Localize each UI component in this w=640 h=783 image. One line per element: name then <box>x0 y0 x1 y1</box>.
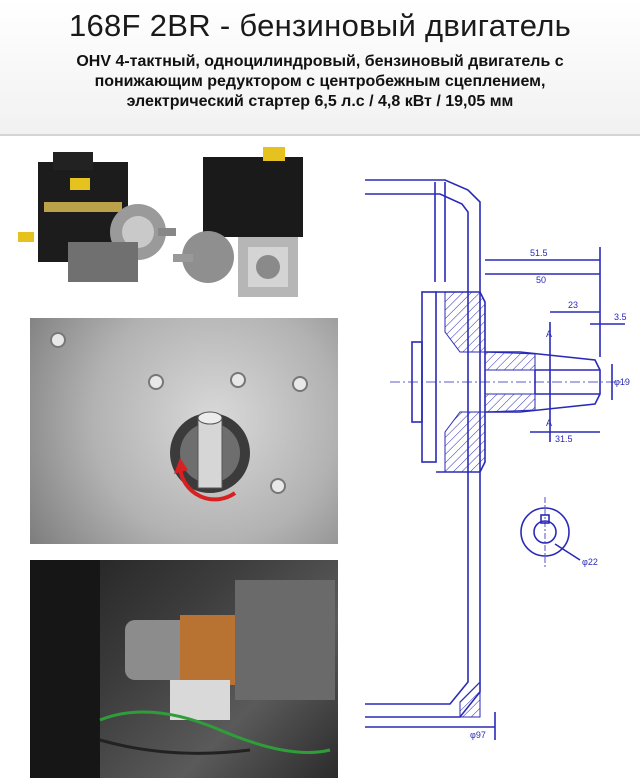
electric-starter-photo <box>30 560 338 778</box>
output-shaft-photo <box>30 318 338 544</box>
engine-photo-overview <box>8 142 338 312</box>
page-subtitle: OHV 4-тактный, одноцилиндровый, бензинов… <box>76 53 564 110</box>
bolt-icon <box>50 332 66 348</box>
page-header: 168F 2BR - бензиновый двигатель OHV 4-та… <box>0 0 640 135</box>
section-a-bottom-label: A <box>546 418 552 428</box>
dim-23: 23 <box>568 300 578 310</box>
shaft-diameter-label: φ19 <box>614 377 630 387</box>
shaft-dimension-drawing: 51.5 50 23 3.5 31.5 A A φ19 φ22 φ97 <box>365 179 630 740</box>
dim-3-5: 3.5 <box>614 312 627 322</box>
bolt-icon <box>148 374 164 390</box>
section-a-top-label: A <box>546 329 552 339</box>
bolt-icon <box>270 478 286 494</box>
technical-drawing: 51.5 50 23 3.5 31.5 A A φ19 φ22 φ97 <box>350 142 640 778</box>
bolt-icon <box>230 372 246 388</box>
dim-51-5: 51.5 <box>530 248 548 258</box>
keyway-diameter-label: φ22 <box>582 557 598 567</box>
shaft-illustration <box>170 411 250 502</box>
dim-50: 50 <box>536 275 546 285</box>
engine-illustration <box>18 147 303 297</box>
header-divider <box>0 134 640 136</box>
bottom-dimension-label: φ97 <box>470 730 486 740</box>
dim-31-5: 31.5 <box>555 434 573 444</box>
page-title: 168F 2BR - бензиновый двигатель <box>68 8 572 43</box>
starter-illustration <box>30 560 335 778</box>
bolt-icon <box>292 376 308 392</box>
